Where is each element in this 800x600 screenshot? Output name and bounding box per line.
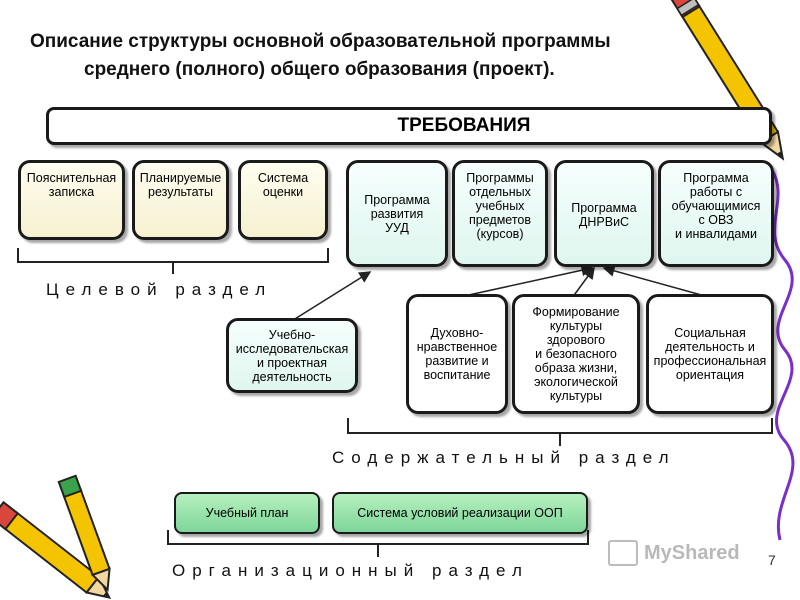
title-line-2: среднего (полного) общего образования (п… bbox=[84, 59, 555, 80]
moral-development-box: Духовно- нравственное развитие и воспита… bbox=[406, 294, 508, 414]
scribble-decoration bbox=[770, 169, 795, 541]
arrow-social-to-dnrvis bbox=[602, 265, 706, 297]
requirements-bar: ТРЕБОВАНИЯ bbox=[46, 107, 772, 145]
explanatory-note-box: Пояснительная записка bbox=[18, 160, 125, 240]
pencil-icon-bottom-left-1 bbox=[0, 500, 112, 600]
arrow-health-to-dnrvis bbox=[571, 266, 595, 299]
healthy-lifestyle-box: Формирование культуры здорового и безопа… bbox=[512, 294, 640, 414]
curriculum-box: Учебный план bbox=[174, 492, 320, 534]
target-bracket bbox=[17, 248, 329, 263]
requirements-label: ТРЕБОВАНИЯ bbox=[397, 115, 531, 136]
ovz-program-box: Программа работы с обучающимися с ОВЗ и … bbox=[658, 160, 774, 267]
social-activity-box: Социальная деятельность и профессиональн… bbox=[646, 294, 774, 414]
uud-program-box: Программа развития УУД bbox=[346, 160, 448, 267]
research-activity-box: Учебно- исследовательская и проектная де… bbox=[226, 318, 358, 393]
arrow-dnrv-to-dnrvis bbox=[454, 264, 594, 299]
conditions-system-box: Система условий реализации ООП bbox=[332, 492, 588, 534]
chart-logo-icon bbox=[608, 540, 638, 566]
organizational-section-label: Организационный раздел bbox=[172, 561, 529, 580]
title-line-1: Описание структуры основной образователь… bbox=[30, 31, 611, 52]
dnrvis-program-box: Программа ДНРВиС bbox=[554, 160, 654, 267]
content-section-label: Содержательный раздел bbox=[332, 448, 676, 467]
target-section-label: Целевой раздел bbox=[46, 280, 273, 299]
page-number: 7 bbox=[768, 552, 776, 568]
subject-programs-box: Программы отдельных учебных предметов (к… bbox=[452, 160, 548, 267]
page-title: Описание структуры основной образователь… bbox=[20, 28, 700, 84]
watermark-text: MyShared bbox=[644, 541, 740, 564]
assessment-system-box: Система оценки bbox=[238, 160, 328, 240]
planned-results-box: Планируемые результаты bbox=[132, 160, 229, 240]
pencil-icon-bottom-left-2 bbox=[57, 474, 111, 592]
watermark: MyShared bbox=[608, 540, 740, 566]
content-bracket bbox=[347, 418, 773, 434]
arrow-research-to-uud bbox=[289, 271, 372, 323]
